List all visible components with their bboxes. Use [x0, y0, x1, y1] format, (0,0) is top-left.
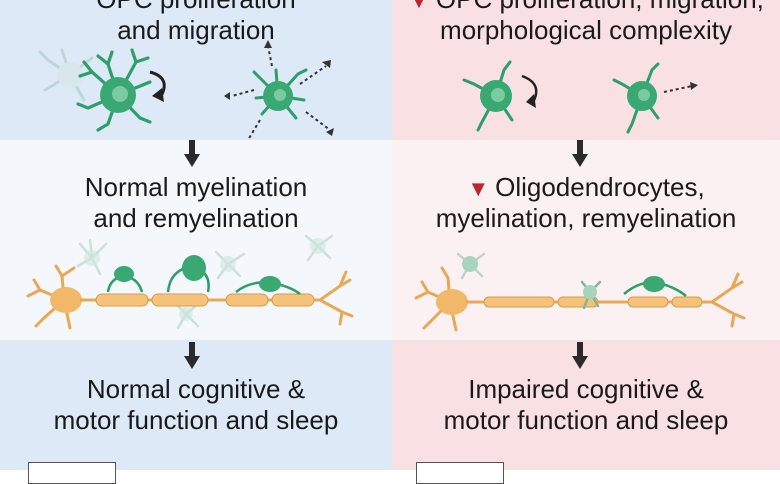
- myelin-sheath: [95, 293, 315, 307]
- opc-section-impaired: ▼OPC proliferation, migration, morpholog…: [392, 0, 780, 140]
- outcome-impaired-title-line2: motor function and sleep: [443, 405, 729, 435]
- myelination-impaired-title-line2: myelination, remyelination: [435, 203, 737, 233]
- migration-arrow-icon: [663, 85, 693, 93]
- hypomyelinated-axon-illustration: [414, 252, 746, 332]
- outcome-section-impaired: Impaired cognitive & motor function and …: [392, 340, 780, 470]
- down-arrow-icon: [184, 140, 200, 168]
- opc-proliferation-illustration: [38, 40, 334, 141]
- opc-title-line2: and migration: [117, 15, 275, 45]
- myelination-section-impaired: ▼Oligodendrocytes, myelination, remyelin…: [392, 140, 780, 340]
- myelinated-axon-illustration: [26, 234, 354, 330]
- opc-impaired-title-line1: ▼OPC proliferation, migration,: [392, 0, 780, 16]
- down-arrow-icon: [184, 342, 200, 370]
- opc-cell-faded: [38, 48, 94, 102]
- myelination-section: Normal myelination and remyelination: [0, 140, 392, 340]
- label-box: [416, 462, 504, 484]
- myelination-impaired-title-line1: ▼Oligodendrocytes,: [467, 172, 705, 202]
- outcome-impaired-title-line1: Impaired cognitive &: [468, 374, 704, 404]
- neuron-cell: [26, 264, 76, 330]
- label-box: [28, 462, 116, 484]
- decrease-marker-icon: ▼: [408, 0, 430, 13]
- opc-cell-proliferating: [76, 48, 152, 132]
- opc-impaired-title-line2: morphological complexity: [440, 15, 732, 45]
- opc-cell-reduced-migrating: [612, 62, 660, 134]
- myelin-sheath: [483, 296, 703, 308]
- myelination-title-line2: and remyelination: [93, 203, 299, 233]
- neuron-cell: [414, 266, 458, 332]
- normal-column: OPC proliferation and migration: [0, 0, 392, 484]
- down-arrow-icon: [572, 140, 588, 168]
- decrease-marker-icon: ▼: [467, 176, 490, 201]
- impaired-column: ▼OPC proliferation, migration, morpholog…: [392, 0, 780, 484]
- migration-arrows-icon: [231, 45, 331, 141]
- down-arrow-icon: [572, 342, 588, 370]
- opc-section: OPC proliferation and migration: [0, 0, 392, 141]
- opc-impaired-illustration: [462, 60, 698, 134]
- outcome-title-line1: Normal cognitive &: [86, 374, 306, 404]
- opc-cell-migrating: [252, 68, 308, 120]
- myelination-title-line1: Normal myelination: [84, 172, 308, 202]
- outcome-title-line2: motor function and sleep: [53, 405, 339, 435]
- opc-title-line1: OPC proliferation: [0, 0, 392, 15]
- opc-cell-reduced: [462, 60, 514, 132]
- outcome-section: Normal cognitive & motor function and sl…: [0, 340, 392, 470]
